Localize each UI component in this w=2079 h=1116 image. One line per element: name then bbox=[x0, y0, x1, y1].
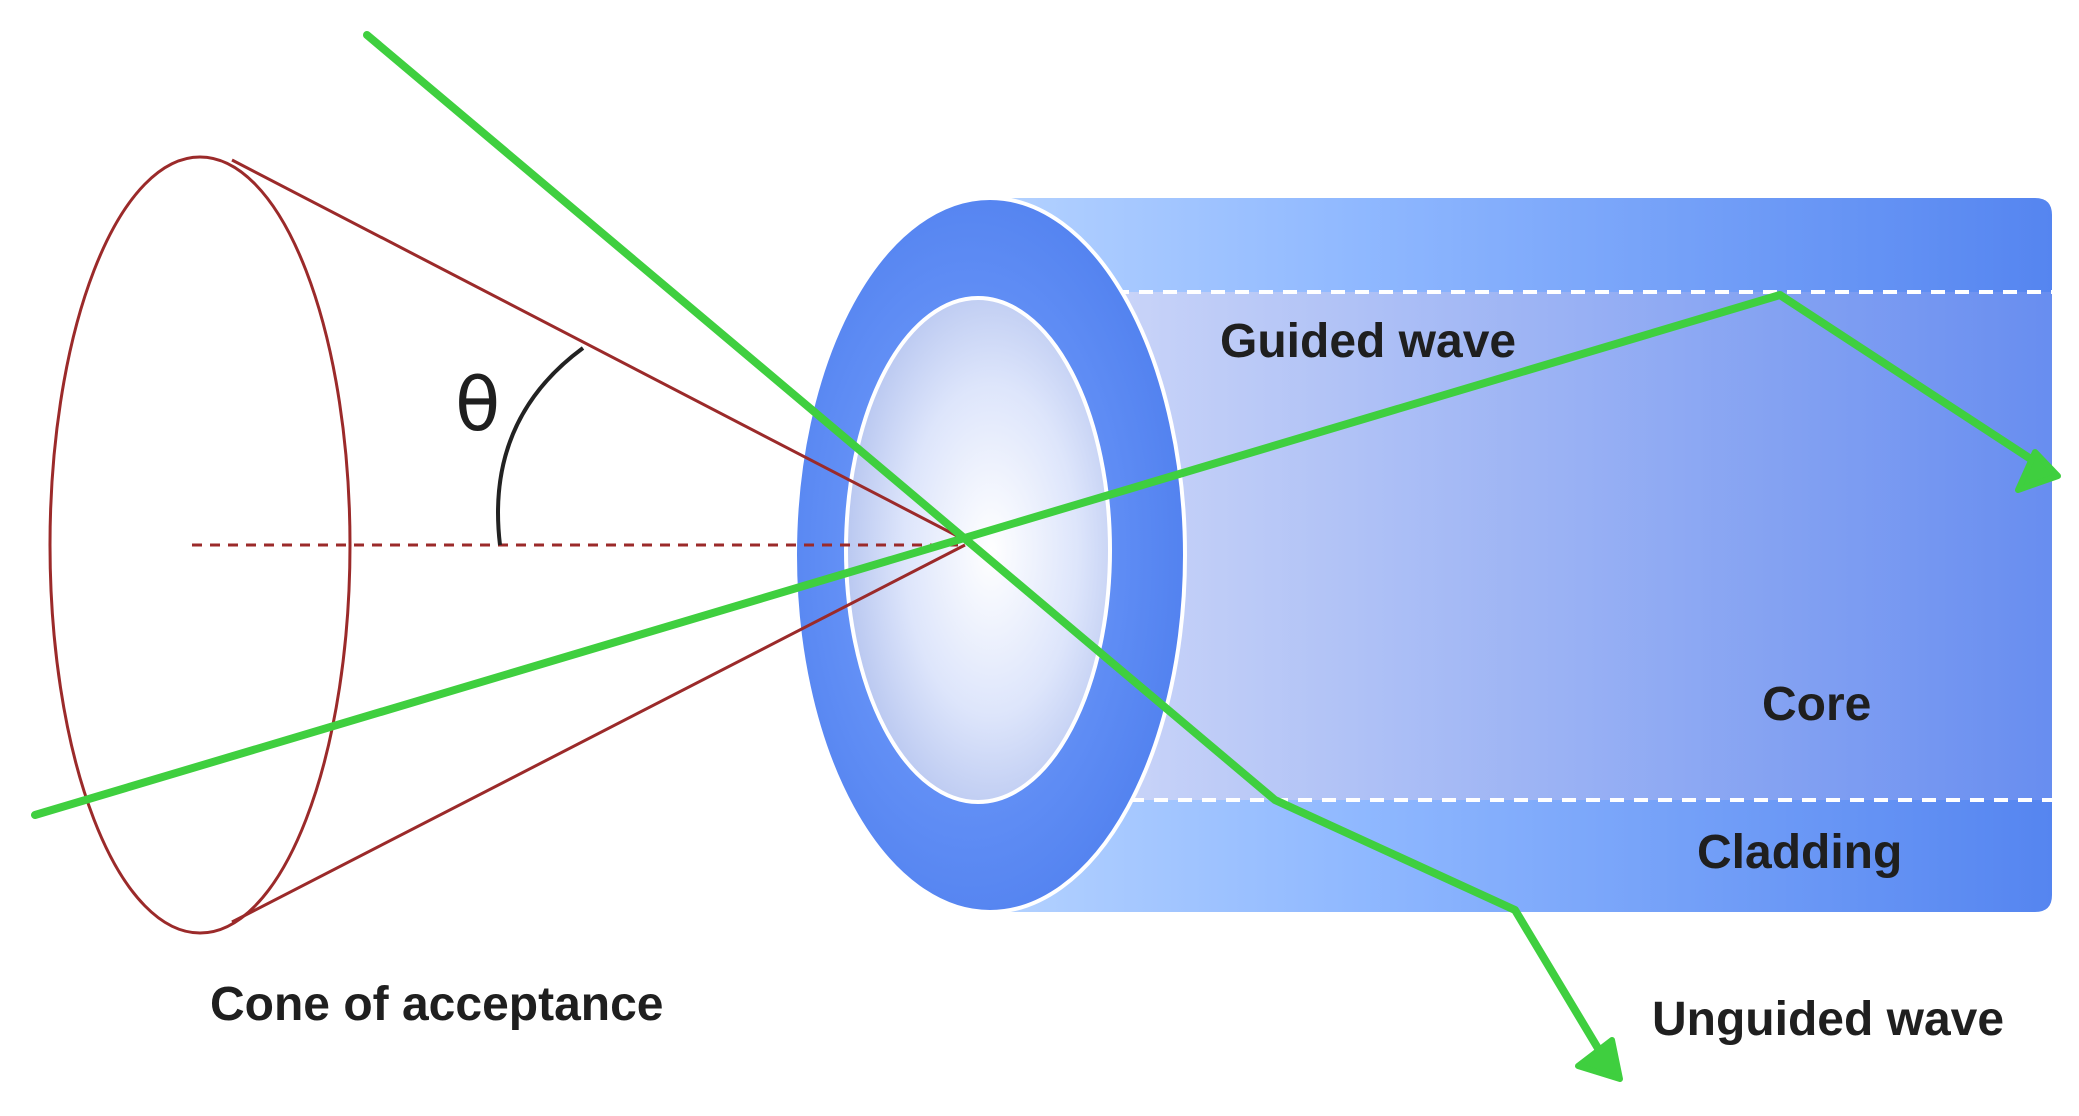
core-body bbox=[1090, 292, 2052, 800]
unguided-wave-ray bbox=[363, 31, 1609, 1064]
cone-lower-edge bbox=[231, 543, 966, 924]
unguided-wave-label: Unguided wave bbox=[1652, 993, 2004, 1046]
theta-symbol: θ bbox=[455, 362, 500, 448]
acceptance-cone bbox=[48, 155, 966, 935]
guided-wave-arrowhead bbox=[2015, 449, 2061, 493]
cone-upper-edge bbox=[231, 158, 966, 542]
light-rays bbox=[31, 31, 2044, 1064]
guided-wave-label: Guided wave bbox=[1220, 315, 1516, 368]
core-label: Core bbox=[1762, 678, 1871, 731]
cone-base-ellipse bbox=[48, 155, 352, 935]
unguided-wave-arrowhead bbox=[1575, 1037, 1623, 1082]
acceptance-angle-arc bbox=[496, 346, 585, 546]
cone-of-acceptance-label: Cone of acceptance bbox=[210, 978, 663, 1031]
guided-wave-ray bbox=[31, 291, 2044, 819]
cladding-label: Cladding bbox=[1697, 826, 1902, 879]
